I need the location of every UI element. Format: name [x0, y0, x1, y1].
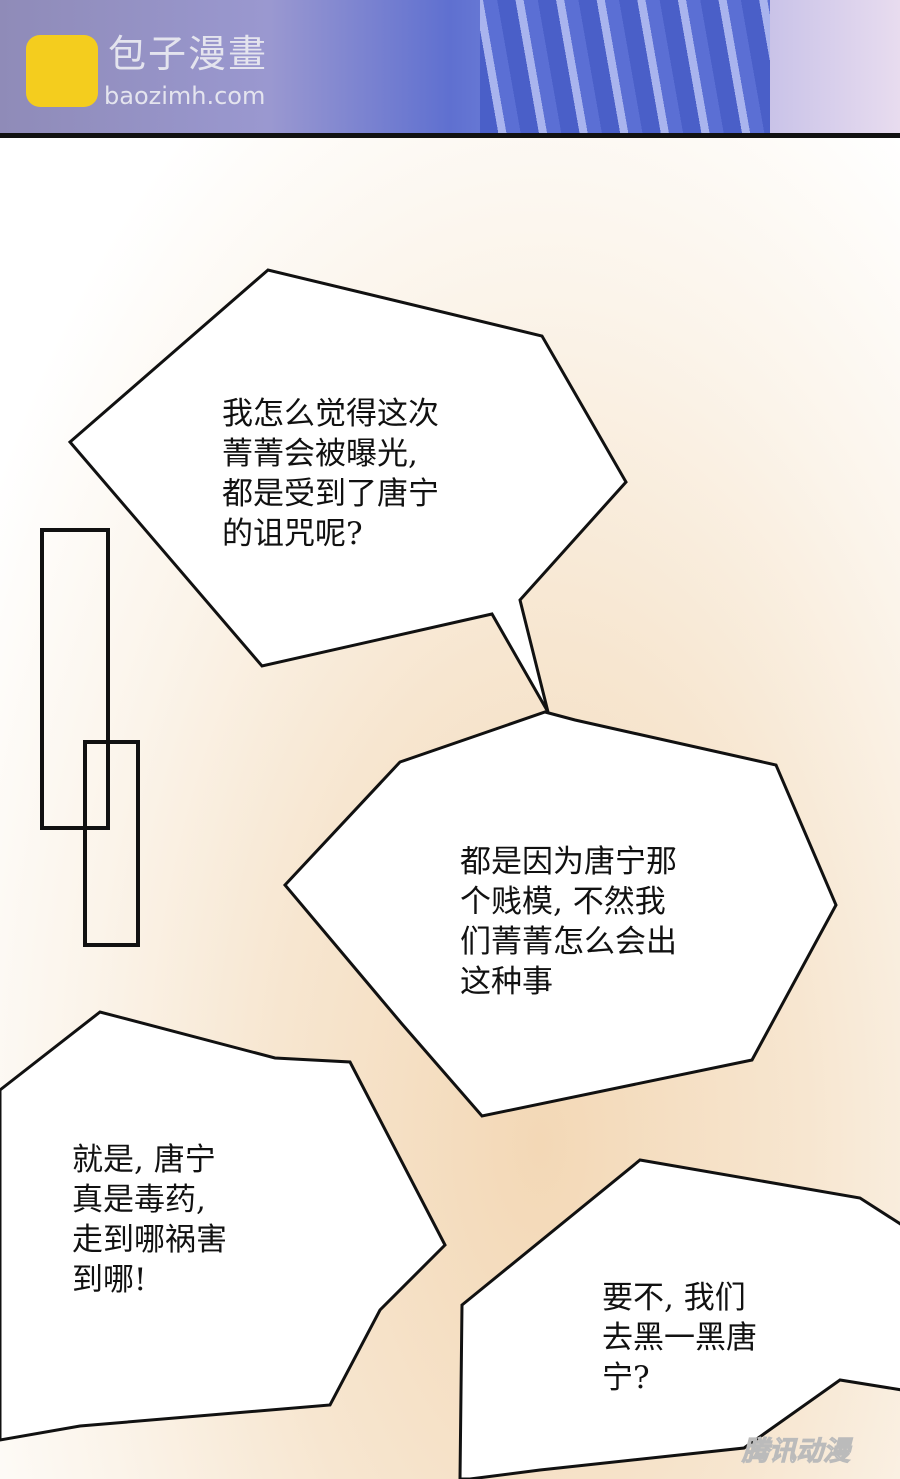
- bubble-3-text: 就是, 唐宁 真是毒药, 走到哪祸害 到哪!: [72, 1142, 227, 1298]
- bubble-2: [282, 710, 838, 1118]
- watermark-url: baozimh.com: [104, 82, 266, 110]
- bubble-1-text: 我怎么觉得这次 菁菁会被曝光, 都是受到了唐宁 的诅咒呢?: [222, 396, 439, 552]
- bun-logo-icon: [26, 35, 98, 107]
- top-panel-illustration: 包子漫畫 baozimh.com: [0, 0, 900, 138]
- bubble-3: [0, 1010, 447, 1442]
- frame-rect-1: [40, 528, 110, 830]
- bubble-4-text: 要不, 我们 去黑一黑唐 宁?: [602, 1280, 757, 1396]
- striped-shirt: [480, 0, 770, 133]
- frame-rect-2: [83, 740, 140, 947]
- watermark-bottom: 腾讯动漫: [742, 1436, 851, 1468]
- bubble-1: [67, 268, 628, 713]
- watermark-name: 包子漫畫: [108, 32, 269, 76]
- bubble-2-text: 都是因为唐宁那 个贱模, 不然我 们菁菁怎么会出 这种事: [460, 844, 677, 1000]
- bubble-4: [458, 1158, 900, 1479]
